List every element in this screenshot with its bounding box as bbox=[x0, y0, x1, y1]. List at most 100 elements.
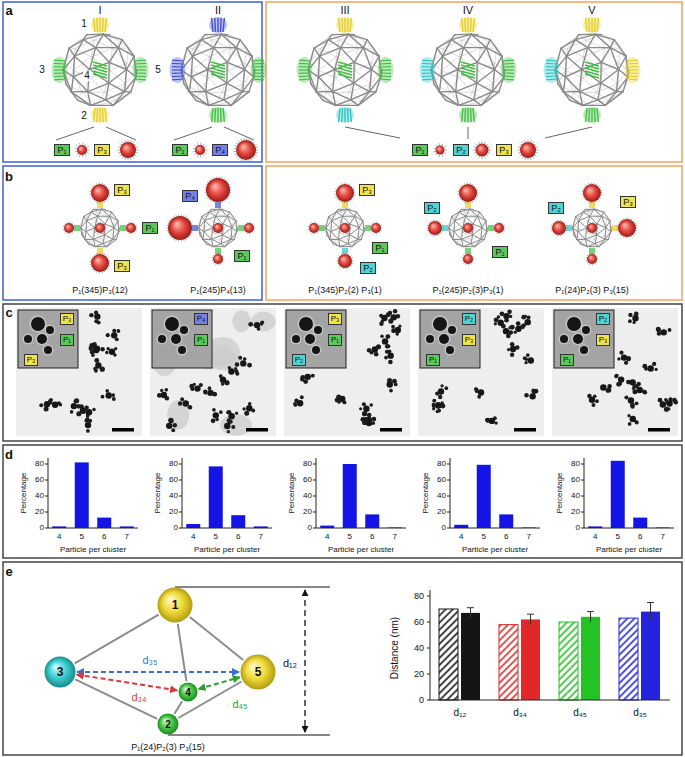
strand bbox=[627, 59, 638, 61]
cage-strut bbox=[597, 224, 606, 228]
ligand-hair bbox=[236, 156, 238, 157]
ligand-hair bbox=[476, 155, 478, 157]
strand bbox=[238, 229, 244, 230]
ligand-hair bbox=[90, 266, 91, 268]
ligand-hair bbox=[90, 261, 91, 262]
strand bbox=[74, 225, 80, 226]
strand bbox=[380, 66, 391, 68]
cage-strut bbox=[458, 100, 473, 106]
ligand-hair bbox=[221, 177, 222, 178]
cage-strut bbox=[580, 83, 601, 92]
ligand-hair bbox=[251, 223, 253, 224]
ligand-hair bbox=[173, 238, 175, 239]
cage-strut bbox=[348, 235, 350, 244]
cage-strut bbox=[202, 209, 211, 216]
strand-patch bbox=[93, 62, 107, 78]
cage-strut bbox=[113, 92, 131, 106]
cage-strut bbox=[203, 232, 204, 240]
ligand-hair bbox=[376, 233, 377, 234]
cage-strut bbox=[456, 70, 458, 92]
ligand-hair bbox=[493, 226, 494, 227]
ligand-hair bbox=[347, 223, 349, 224]
cage-strut bbox=[87, 216, 98, 220]
ligand-hair bbox=[308, 226, 309, 227]
ligand-hair bbox=[167, 228, 169, 229]
cage-strut bbox=[232, 216, 233, 224]
ligand-hair bbox=[76, 145, 78, 147]
strand bbox=[135, 59, 146, 61]
strand bbox=[238, 227, 244, 228]
particle-core bbox=[236, 140, 256, 160]
cage-strut bbox=[84, 216, 87, 220]
ligand-hair bbox=[192, 230, 193, 231]
ligand-hair bbox=[373, 222, 375, 223]
strand bbox=[339, 18, 340, 32]
ligand-hair bbox=[501, 232, 503, 233]
strand bbox=[347, 108, 349, 122]
ligand-hair bbox=[216, 177, 217, 178]
ligand-hair bbox=[253, 230, 254, 232]
strand bbox=[253, 75, 264, 77]
gold-nanoparticle bbox=[493, 222, 506, 235]
ligand-hair bbox=[228, 182, 229, 184]
strand bbox=[365, 229, 371, 230]
dna-cage bbox=[431, 34, 505, 105]
ligand-hair bbox=[229, 194, 230, 196]
ligand-hair bbox=[522, 142, 523, 144]
cage-strut bbox=[601, 62, 618, 69]
ligand-hair bbox=[474, 152, 476, 154]
cage-strut bbox=[326, 221, 332, 228]
cage-strut bbox=[71, 77, 73, 92]
bracket-line bbox=[106, 127, 136, 140]
cage-strut bbox=[466, 209, 470, 216]
strand bbox=[217, 108, 218, 122]
ligand-hair bbox=[118, 146, 120, 148]
strand-glow bbox=[544, 57, 560, 83]
ligand-hair bbox=[345, 233, 346, 234]
cage-strut bbox=[231, 228, 232, 240]
ligand-hair bbox=[243, 138, 244, 140]
ligand-hair bbox=[218, 264, 219, 265]
ligand-hair bbox=[246, 233, 248, 234]
cage-strut bbox=[462, 239, 472, 243]
ligand-hair bbox=[136, 150, 139, 151]
cage-strut bbox=[199, 221, 205, 228]
strand bbox=[135, 69, 146, 70]
cage-strut bbox=[220, 209, 228, 216]
strand-patch bbox=[170, 57, 186, 83]
cage-strut bbox=[335, 62, 354, 69]
cage-strut bbox=[88, 83, 109, 92]
ligand-hair bbox=[477, 193, 479, 194]
gold-nanoparticle bbox=[212, 222, 225, 235]
cage-strut bbox=[601, 83, 617, 92]
strand bbox=[135, 63, 146, 65]
cage-strut bbox=[580, 70, 582, 92]
ligand-hair bbox=[314, 233, 315, 234]
ligand-hair bbox=[207, 197, 208, 199]
ligand-hair bbox=[436, 220, 437, 221]
ligand-hair bbox=[430, 234, 432, 235]
ligand-hair bbox=[518, 152, 520, 154]
ligand-hair bbox=[136, 228, 138, 229]
cage-strut bbox=[232, 228, 237, 232]
cage-strut bbox=[331, 232, 339, 240]
ligand-hair bbox=[213, 201, 214, 202]
particle-core bbox=[428, 221, 442, 235]
ligand-hair bbox=[338, 184, 340, 185]
strand bbox=[217, 202, 218, 208]
strand bbox=[442, 229, 448, 230]
ligand-hair bbox=[230, 192, 231, 193]
particle-core bbox=[338, 254, 352, 268]
ligand-hair bbox=[458, 194, 459, 195]
strand-glow bbox=[133, 57, 149, 83]
ligand-hair bbox=[337, 198, 338, 200]
cage-strut bbox=[333, 92, 336, 106]
cage-strut bbox=[318, 70, 334, 77]
cage-strut bbox=[372, 48, 374, 63]
ligand-hair bbox=[246, 222, 248, 223]
bracket-line bbox=[224, 127, 254, 140]
cage-strut bbox=[350, 216, 355, 224]
ligand-hair bbox=[207, 182, 208, 184]
gold-nanoparticle bbox=[337, 253, 354, 270]
ligand-hair bbox=[520, 155, 522, 156]
